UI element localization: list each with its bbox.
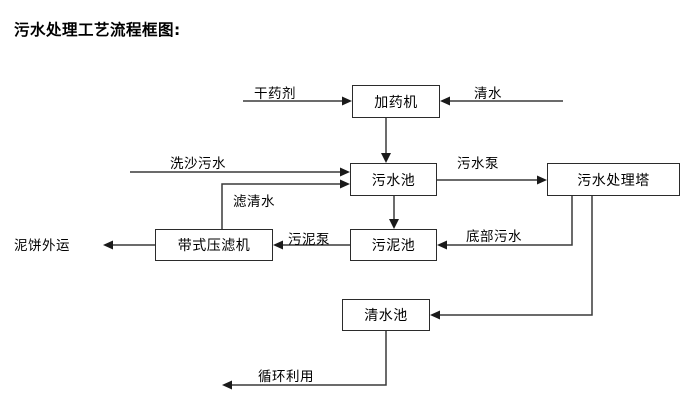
edge-tower-to-clean-water-pool [437,196,593,316]
edge-label-bottom-sewage: 底部污水 [466,229,522,245]
arrowhead-sludge-pump [273,240,283,250]
arrowhead-clean-water [440,96,450,106]
edge-clean-water-pool-to-reuse [229,331,387,386]
arrowhead-dosing-to-sewage-pool [381,153,391,163]
edge-filtered-water-to-sewage-pool [221,183,343,229]
terminal-dry-chemical: 干药剂 [254,86,296,102]
node-sludge-pool[interactable]: 污泥池 [350,229,437,261]
page-title: 污水处理工艺流程框图: [14,21,181,39]
terminal-clean-water-input: 清水 [474,86,502,102]
terminal-recycling-reuse: 循环利用 [258,369,314,385]
node-belt-filter-press[interactable]: 带式压滤机 [155,229,273,261]
arrowhead-mud-cake [103,240,113,250]
node-label-sludge-pool: 污泥池 [371,238,416,254]
edge-label-sludge-pump: 污泥泵 [288,232,330,248]
edge-label-sewage-pump: 污水泵 [457,156,499,172]
node-clean-water-pool[interactable]: 清水池 [342,299,430,331]
node-label-sewage-pool: 污水池 [371,172,416,189]
edge-tower-to-sludge-pool [444,196,573,246]
terminal-mud-cake-transport: 泥饼外运 [14,238,70,254]
arrowhead-dry-chemical [342,96,352,106]
node-label-belt-filter-press: 带式压滤机 [177,238,251,254]
arrowhead-tower-to-clean-water-pool [430,310,440,320]
arrowhead-bottom-sewage [437,240,447,250]
node-sewage-treatment-tower[interactable]: 污水处理塔 [547,163,680,196]
arrowhead-recycling-reuse [222,380,232,390]
node-dosing-machine[interactable]: 加药机 [352,85,440,118]
arrowhead-sand-washing [340,167,350,177]
node-label-sewage-treatment-tower: 污水处理塔 [577,172,650,189]
node-sewage-pool[interactable]: 污水池 [350,163,437,196]
node-label-dosing-machine: 加药机 [374,94,418,111]
arrowhead-filtered-water [340,179,350,189]
terminal-sand-washing-wastewater: 洗沙污水 [170,156,226,172]
edge-label-filtered-clean-water: 滤清水 [233,194,275,210]
arrowhead-sewage-pump [537,175,547,185]
node-label-clean-water-pool: 清水池 [364,308,408,324]
arrowhead-sewage-pool-to-sludge-pool [389,219,399,229]
